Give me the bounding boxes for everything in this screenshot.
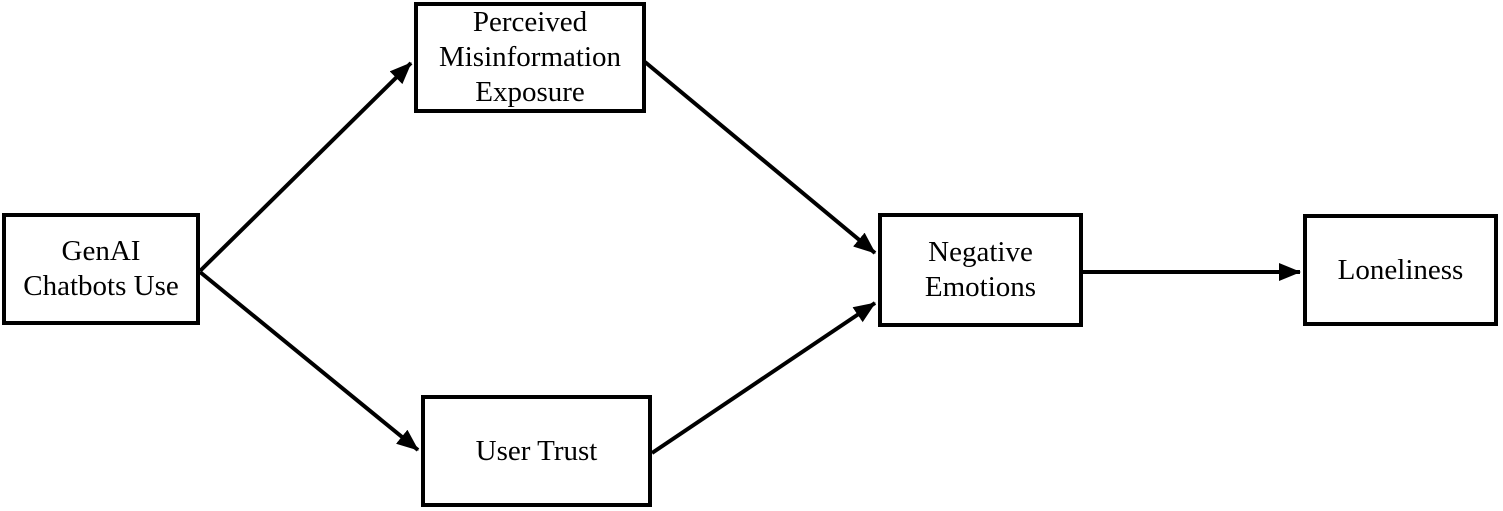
arrow-user-trust-to-negative-emotions — [650, 301, 877, 455]
node-genai-chatbots-use: GenAI Chatbots Use — [2, 213, 200, 325]
node-perceived-misinformation-exposure: Perceived Misinformation Exposure — [414, 2, 646, 113]
node-user-trust: User Trust — [421, 395, 652, 507]
node-perceived-misinformation-exposure-label: Perceived Misinformation Exposure — [438, 6, 622, 108]
node-negative-emotions-label: Negative Emotions — [924, 236, 1037, 303]
arrow-genai-to-user-trust — [198, 270, 420, 452]
node-loneliness: Loneliness — [1303, 214, 1498, 326]
node-genai-chatbots-use-label: GenAI Chatbots Use — [23, 235, 179, 302]
arrow-misinformation-to-negative-emotions — [643, 60, 877, 255]
node-loneliness-label: Loneliness — [1337, 253, 1464, 286]
node-negative-emotions: Negative Emotions — [878, 213, 1083, 327]
node-user-trust-label: User Trust — [475, 434, 598, 467]
arrow-genai-to-misinformation — [198, 61, 413, 273]
